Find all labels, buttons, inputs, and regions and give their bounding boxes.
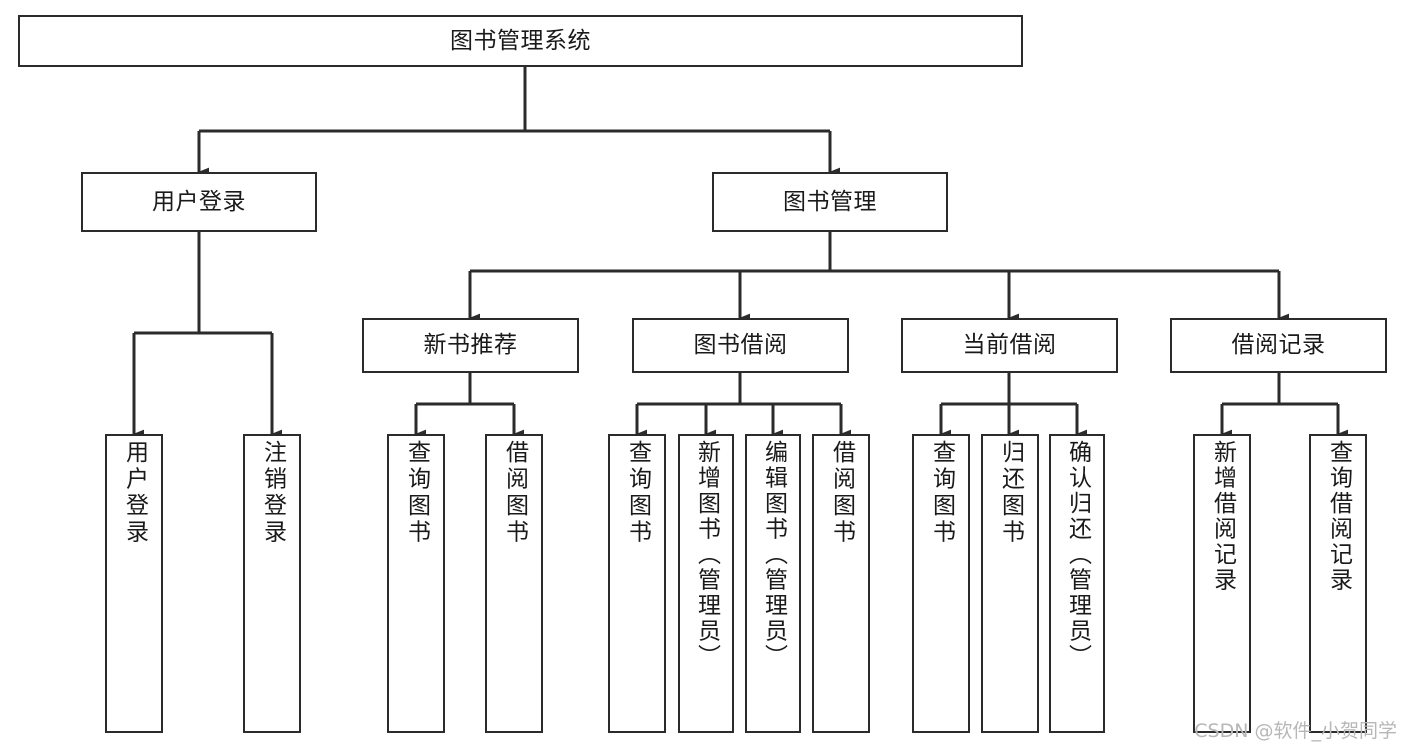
node-leaf-edit-book[interactable]: 编辑图书（管理员） — [745, 434, 801, 733]
node-leaf-confirm-return[interactable]: 确认归还（管理员） — [1049, 434, 1105, 733]
node-leaf-confirm-return-label: 确认归还（管理员） — [1064, 440, 1091, 670]
node-root[interactable]: 图书管理系统 — [18, 15, 1023, 67]
node-leaf-edit-book-label: 编辑图书（管理员） — [760, 440, 787, 670]
node-leaf-user-login-label: 用户登录 — [121, 440, 148, 546]
node-leaf-query-book-2[interactable]: 查询图书 — [608, 434, 666, 733]
node-current-borrow[interactable]: 当前借阅 — [901, 318, 1118, 373]
node-leaf-borrow-book-1-label: 借阅图书 — [501, 440, 528, 546]
node-leaf-return-book[interactable]: 归还图书 — [981, 434, 1039, 733]
node-leaf-return-book-label: 归还图书 — [997, 440, 1024, 546]
node-borrow-record-label: 借阅记录 — [1231, 332, 1326, 359]
node-book-manage-label: 图书管理 — [783, 188, 877, 215]
node-book-manage[interactable]: 图书管理 — [712, 172, 948, 232]
node-root-label: 图书管理系统 — [450, 27, 591, 54]
node-book-borrow-label: 图书借阅 — [693, 332, 788, 359]
node-leaf-add-book[interactable]: 新增图书（管理员） — [678, 434, 734, 733]
watermark-label: CSDN @软件_小贺同学 — [1194, 720, 1397, 742]
node-user-login[interactable]: 用户登录 — [81, 172, 317, 232]
node-leaf-query-book-2-label: 查询图书 — [624, 440, 651, 546]
node-leaf-borrow-book-2-label: 借阅图书 — [828, 440, 855, 546]
node-borrow-record[interactable]: 借阅记录 — [1170, 318, 1387, 373]
node-leaf-query-record[interactable]: 查询借阅记录 — [1309, 434, 1367, 733]
node-new-book-recommend[interactable]: 新书推荐 — [362, 318, 579, 373]
node-leaf-logout-label: 注销登录 — [259, 440, 286, 546]
node-user-login-label: 用户登录 — [152, 188, 246, 215]
node-leaf-user-login[interactable]: 用户登录 — [105, 434, 163, 733]
node-leaf-query-record-label: 查询借阅记录 — [1325, 440, 1352, 593]
node-leaf-query-book-3[interactable]: 查询图书 — [912, 434, 970, 733]
node-book-borrow[interactable]: 图书借阅 — [632, 318, 849, 373]
node-leaf-add-record[interactable]: 新增借阅记录 — [1193, 434, 1251, 733]
node-new-book-recommend-label: 新书推荐 — [423, 332, 518, 359]
node-leaf-add-book-label: 新增图书（管理员） — [693, 440, 720, 670]
node-leaf-borrow-book-1[interactable]: 借阅图书 — [485, 434, 543, 733]
node-current-borrow-label: 当前借阅 — [962, 332, 1057, 359]
node-leaf-add-record-label: 新增借阅记录 — [1209, 440, 1236, 593]
node-leaf-borrow-book-2[interactable]: 借阅图书 — [812, 434, 870, 733]
node-leaf-logout[interactable]: 注销登录 — [243, 434, 301, 733]
node-leaf-query-book-3-label: 查询图书 — [928, 440, 955, 546]
node-leaf-query-book-1[interactable]: 查询图书 — [387, 434, 445, 733]
node-leaf-query-book-1-label: 查询图书 — [403, 440, 430, 546]
